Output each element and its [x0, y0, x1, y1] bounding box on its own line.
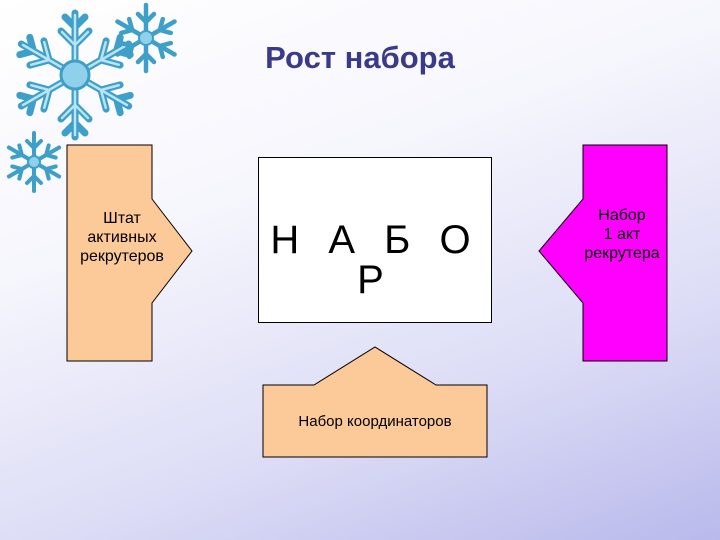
left-block-line: рекрутеров: [80, 247, 164, 265]
left-block-line: Штат: [103, 210, 141, 227]
left-block-line: активных: [87, 228, 157, 246]
bottom-block-label: Набор координаторов: [298, 413, 452, 430]
left-arrow-block: [66, 144, 193, 362]
right-block-line: 1 акт: [603, 225, 641, 243]
center-label: Н А Б О Р: [270, 218, 480, 302]
center-box: Н А Б О Р: [258, 157, 492, 323]
snowflake-icon: [108, 2, 184, 76]
slide-title: Рост набора: [265, 40, 455, 75]
right-arrow-block: [538, 144, 668, 362]
snowflake-icon: [0, 9, 150, 150]
right-block-label: Набор 1 акт рекрутера: [567, 207, 677, 264]
bottom-arrow-block: [262, 346, 488, 458]
right-block-line: Набор: [598, 207, 646, 224]
left-block-label: Штат активных рекрутеров: [60, 210, 184, 267]
snowflake-icon: [3, 131, 65, 193]
right-block-line: рекрутера: [584, 244, 660, 262]
